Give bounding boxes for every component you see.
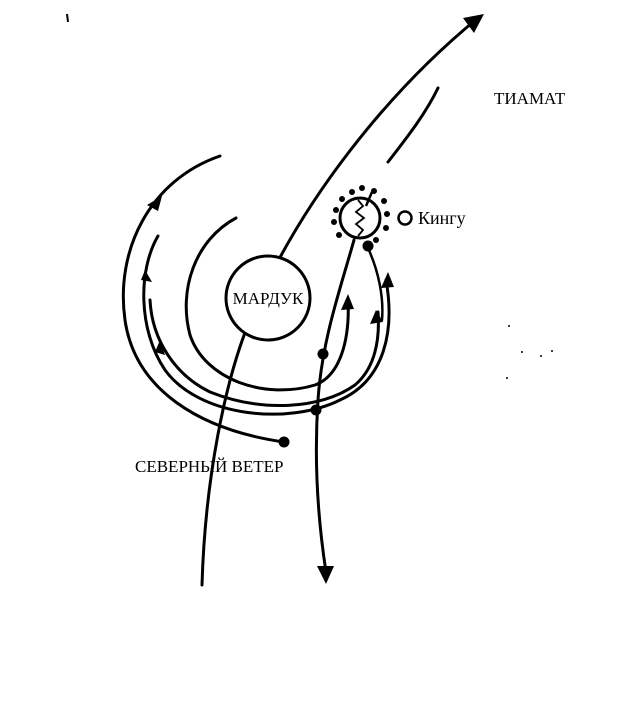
outer-orbit-end-dot [278,436,290,448]
tiamat-label: ТИАМАТ [494,89,566,108]
second-orbit-arc [142,234,391,416]
tiamat-right-connector [366,246,384,322]
second-orbit-left-arrowhead [141,270,152,282]
marduk-label: МАРДУК [233,289,304,308]
intersection-dot-2 [317,348,329,360]
intersection-dot-3 [310,404,322,416]
marduk-trajectory-arrowhead [463,14,484,33]
north-wind-label: СЕВЕРНЫЙ ВЕТЕР [135,457,283,476]
third-orbit-left-arrowhead [155,340,165,355]
stray-mark [66,13,69,23]
tiamat-halo-dots [331,185,390,243]
marduk-planet [224,254,312,342]
tiamat-orbit-arc [386,86,440,164]
tiamat-split-arrowhead [317,566,334,584]
tiamat-split-path [314,238,356,574]
third-orbit-arc [148,298,380,408]
second-orbit-right-arrowhead [381,272,394,288]
third-orbit-right-arrowhead [370,310,383,324]
debris-specks [506,325,553,379]
kingu-label: Кингу [418,208,466,228]
tiamat-body [338,191,382,240]
inner-orbit-arc [184,216,350,392]
inner-orbit-arrowhead [341,294,354,310]
outer-orbit-arc [121,154,286,444]
kingu-moon [397,210,413,226]
intersection-dot-1 [362,240,374,252]
outer-orbit-arrowhead [147,196,162,211]
